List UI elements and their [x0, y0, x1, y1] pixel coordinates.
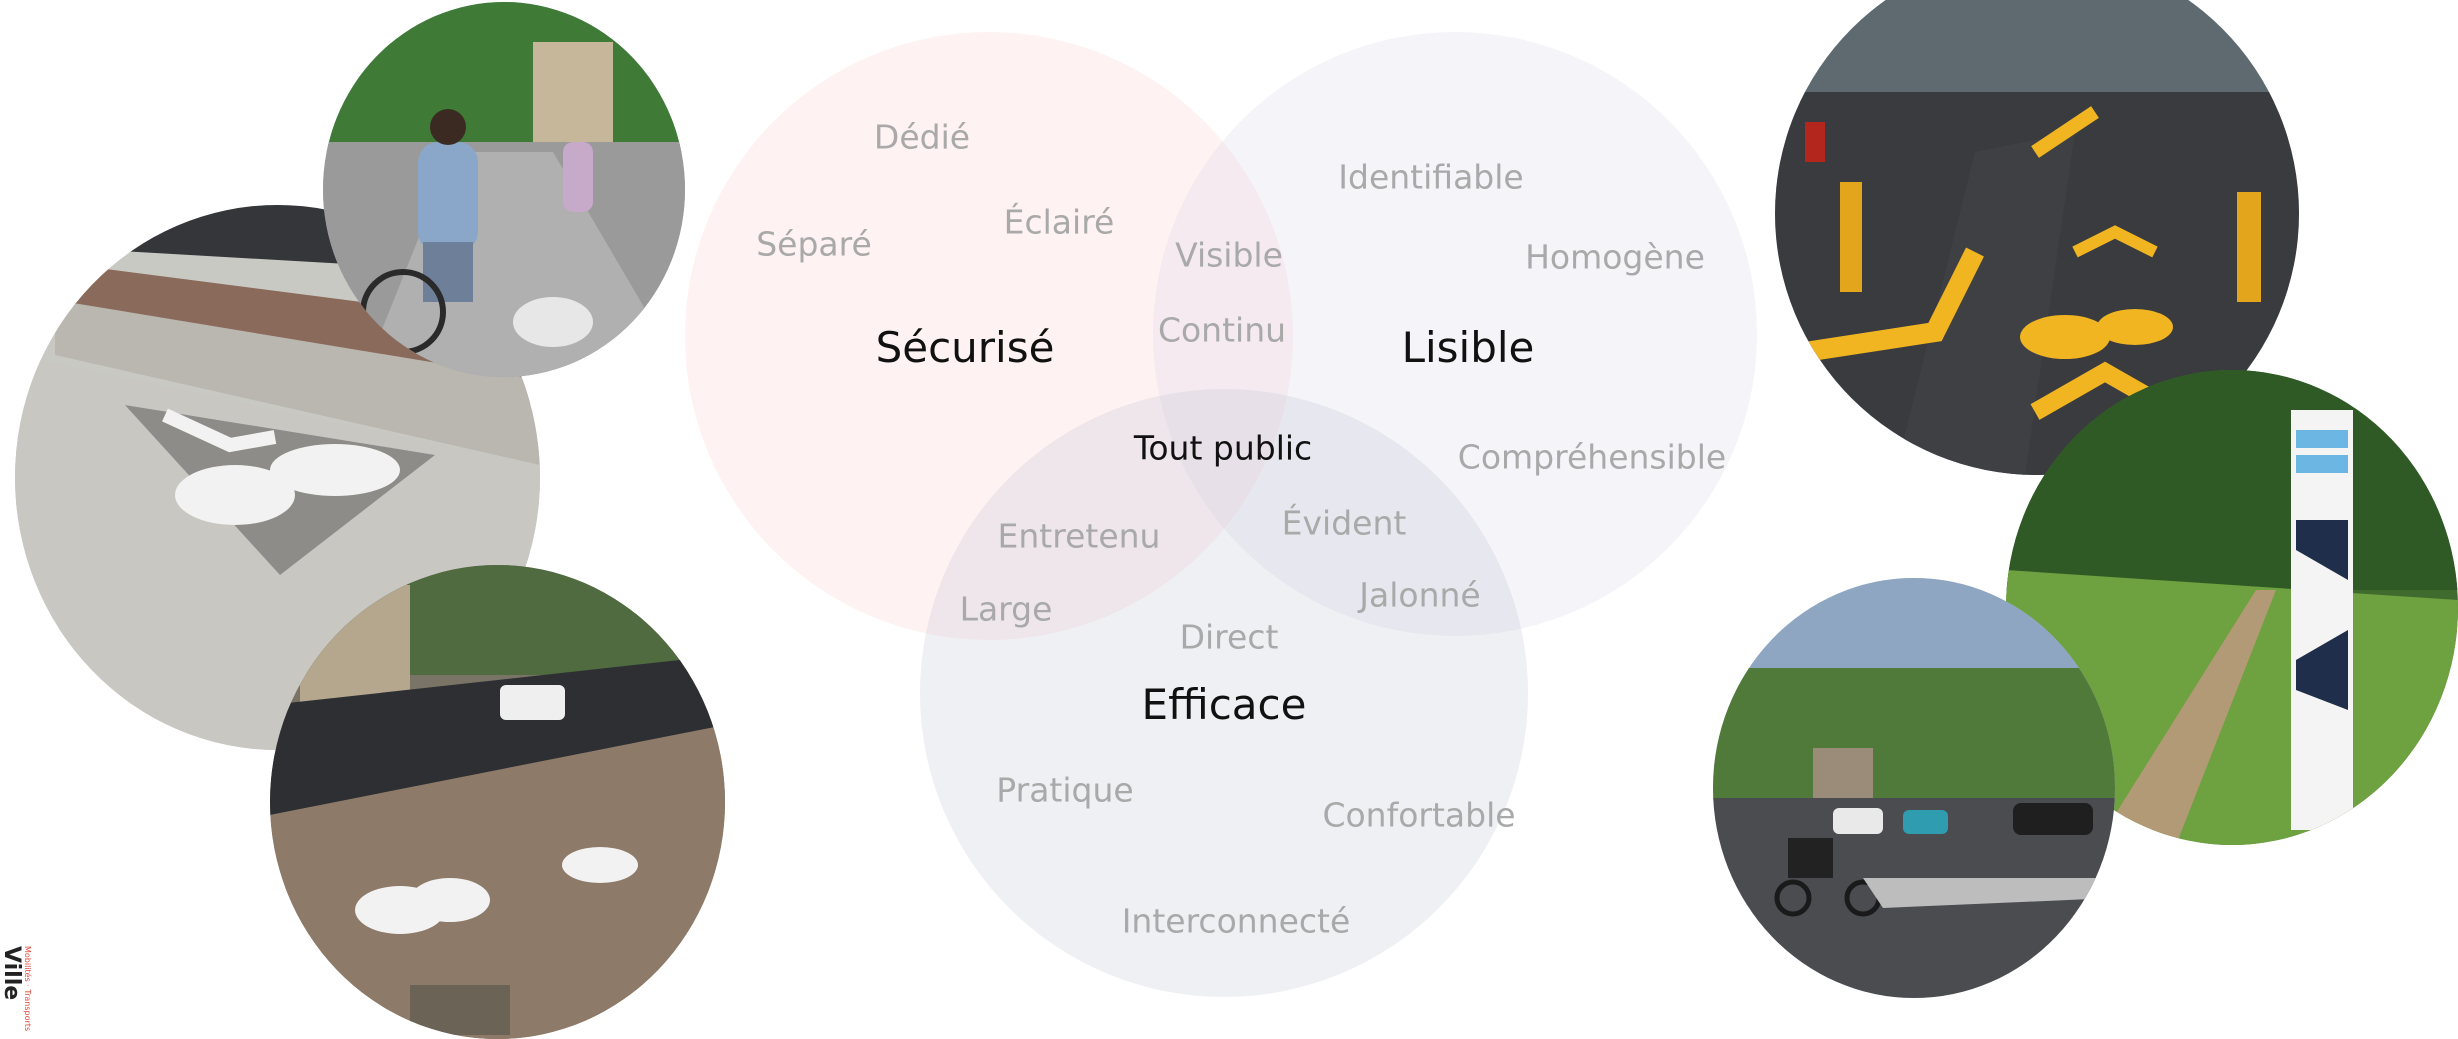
- photo-cargo-bike-road: [1713, 578, 2115, 998]
- word-identifiable: Identifiable: [1338, 157, 1524, 197]
- word-interconnecte: Interconnecté: [1121, 901, 1351, 941]
- word-dedie: Dédié: [873, 117, 971, 157]
- venn-circle-efficace: [920, 389, 1528, 997]
- word-separe: Séparé: [756, 224, 872, 264]
- venn-circle-securise: [685, 32, 1293, 640]
- brand-logo-tagline: Mobilités · Transports: [23, 946, 32, 1032]
- brand-logo: Ville Mobilités · Transports: [0, 940, 34, 1039]
- word-continu: Continu: [1157, 310, 1287, 350]
- circle-label-securise: Sécurisé: [875, 323, 1055, 372]
- word-entretenu: Entretenu: [997, 516, 1161, 556]
- word-large: Large: [959, 589, 1053, 629]
- word-comprehensible: Compréhensible: [1457, 437, 1727, 477]
- word-eclaire: Éclairé: [1003, 202, 1115, 242]
- circle-label-efficace: Efficace: [1141, 680, 1307, 729]
- word-jalonne: Jalonné: [1359, 575, 1481, 615]
- photo-green-bike-lane-avenue: [270, 565, 725, 1039]
- brand-logo-name: Ville: [0, 946, 24, 1001]
- word-confortable: Confortable: [1322, 795, 1516, 835]
- venn-circle-lisible: [1153, 32, 1757, 636]
- photo-cyclists-street: [323, 2, 685, 377]
- word-homogene: Homogène: [1525, 237, 1705, 277]
- word-direct: Direct: [1179, 617, 1279, 657]
- word-visible: Visible: [1175, 235, 1283, 275]
- word-pratique: Pratique: [996, 770, 1134, 810]
- word-evident: Évident: [1281, 503, 1407, 543]
- circle-label-lisible: Lisible: [1401, 323, 1535, 372]
- center-label-tout-public: Tout public: [1133, 428, 1313, 468]
